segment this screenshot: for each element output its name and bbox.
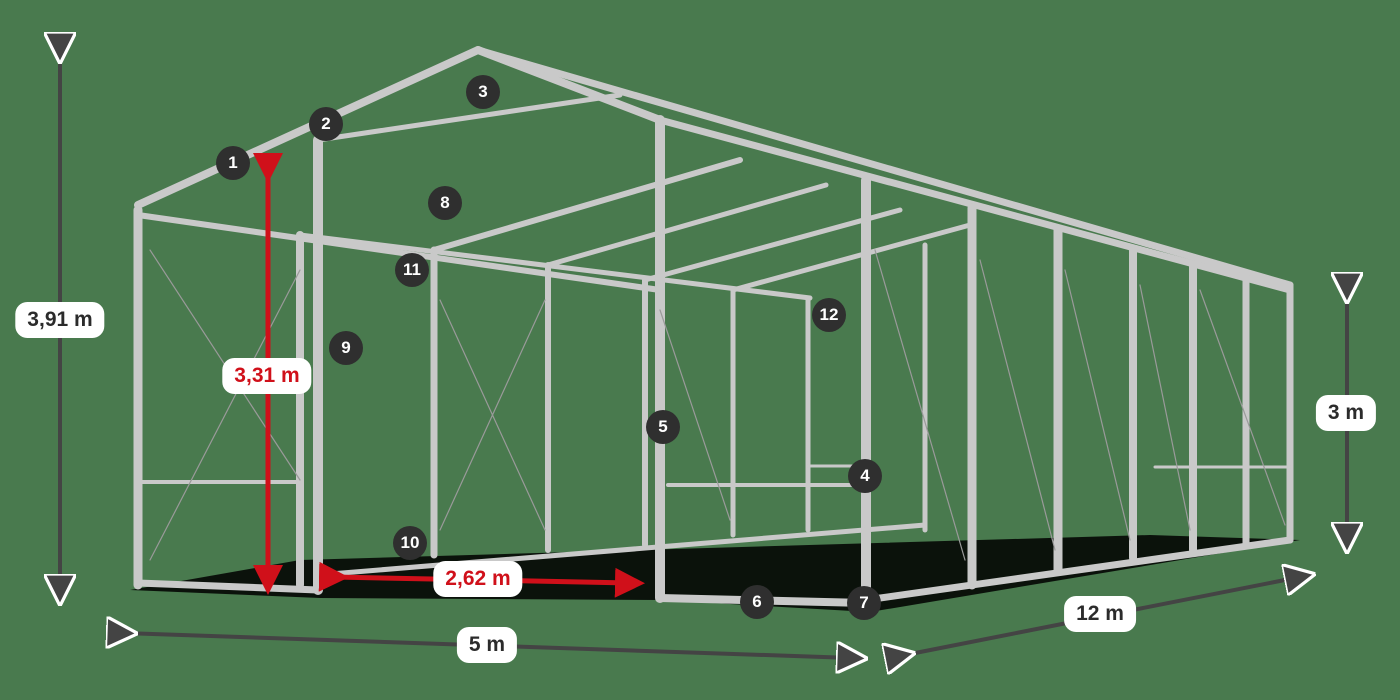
component-marker-2: 2 [309, 107, 343, 141]
component-marker-7: 7 [847, 586, 881, 620]
component-marker-3: 3 [466, 75, 500, 109]
component-marker-6: 6 [740, 585, 774, 619]
component-marker-10: 10 [393, 526, 427, 560]
component-marker-11: 11 [395, 253, 429, 287]
total-height-label: 3,91 m [15, 302, 105, 338]
side-height-label: 3 m [1315, 395, 1377, 431]
width-label: 5 m [456, 627, 518, 663]
bay-spacing-label: 2,62 m [433, 561, 523, 597]
component-marker-4: 4 [848, 459, 882, 493]
component-marker-9: 9 [329, 331, 363, 365]
inner-height-label: 3,31 m [222, 358, 312, 394]
component-marker-5: 5 [646, 410, 680, 444]
component-marker-8: 8 [428, 186, 462, 220]
component-marker-1: 1 [216, 146, 250, 180]
length-label: 12 m [1064, 596, 1136, 632]
component-marker-12: 12 [812, 298, 846, 332]
